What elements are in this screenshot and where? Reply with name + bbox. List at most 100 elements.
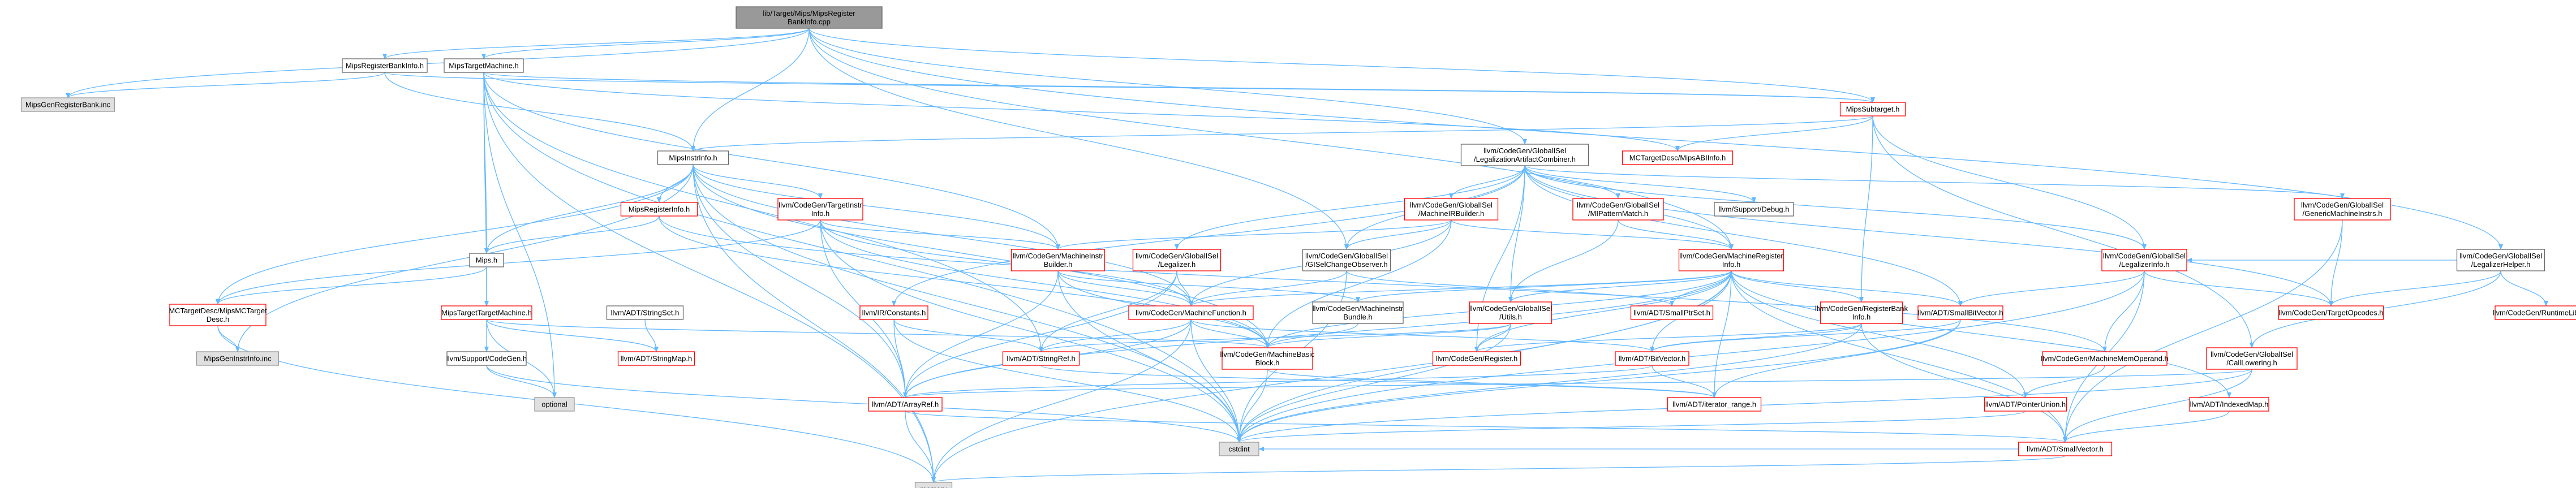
edge-mttm-to-mbb bbox=[486, 319, 1270, 348]
node-mipsgenregisterbank-inc[interactable]: MipsGenRegisterBank.inc bbox=[20, 97, 115, 112]
node-label: llvm/CodeGen/TargetInstr bbox=[779, 201, 862, 209]
node-mipsinstrinfo-h[interactable]: MipsInstrInfo.h bbox=[657, 150, 729, 165]
node-llvm-adt-smallptrset-h[interactable]: llvm/ADT/SmallPtrSet.h bbox=[1630, 305, 1714, 320]
node-label: BankInfo.cpp bbox=[788, 18, 831, 26]
edge-irconst-to-stref bbox=[893, 319, 1043, 352]
node-label: llvm/ADT/StringSet.h bbox=[611, 309, 680, 317]
node-llvm-ir-constants-h[interactable]: llvm/IR/Constants.h bbox=[859, 305, 928, 320]
edge-mtm-to-mibld bbox=[483, 72, 1060, 250]
node-llvm-adt-indexedmap-h[interactable]: llvm/ADT/IndexedMap.h bbox=[2189, 397, 2269, 412]
node-box bbox=[1132, 249, 1222, 271]
node-llvm-codegen-machinememoperand-h[interactable]: llvm/CodeGen/MachineMemOperand.h bbox=[2041, 351, 2169, 366]
node-llvm-adt-bitvector-h[interactable]: llvm/ADT/BitVector.h bbox=[1615, 351, 1689, 366]
node-llvm-codegen-globalisel-utils-h[interactable]: llvm/CodeGen/GlobalISel/Utils.h bbox=[1469, 301, 1553, 324]
edge-minstr-to-mibld bbox=[693, 164, 1060, 250]
node-label: llvm/CodeGen/GlobalISel bbox=[1483, 146, 1566, 155]
edge-mirbld-to-mibld bbox=[1056, 219, 1452, 250]
node-llvm-codegen-globalisel-machineirbuilder-h[interactable]: llvm/CodeGen/GlobalISel/MachineIRBuilder… bbox=[1404, 198, 1499, 221]
node-llvm-codegen-registerbankinfo-h[interactable]: llvm/CodeGen/RegisterBankInfo.h bbox=[1815, 301, 1908, 324]
edge-gmi-to-topc bbox=[2329, 219, 2343, 306]
edge-tii-to-cstdint bbox=[820, 219, 1241, 443]
node-box bbox=[1460, 144, 1589, 166]
node-llvm-codegen-globalisel-giselchangeobserver-h[interactable]: llvm/CodeGen/GlobalISel/GISelChangeObser… bbox=[1302, 249, 1391, 271]
node-llvm-codegen-globalisel-legalizer-h[interactable]: llvm/CodeGen/GlobalISel/Legalizer.h bbox=[1132, 249, 1222, 271]
node-llvm-codegen-globalisel-mipatternmatch-h[interactable]: llvm/CodeGen/GlobalISel/MIPatternMatch.h bbox=[1572, 198, 1664, 221]
node-label: /GISelChangeObserver.h bbox=[1305, 260, 1387, 269]
node-mipsregisterbankinfo-h[interactable]: MipsRegisterBankInfo.h bbox=[342, 58, 428, 73]
edge-smallvec-to-memory bbox=[931, 455, 2066, 483]
edge-mtm-to-memory bbox=[483, 72, 936, 483]
edge-minstr-to-tii bbox=[693, 164, 823, 199]
node-box bbox=[2189, 397, 2269, 412]
node-box bbox=[1469, 301, 1553, 324]
node-llvm-codegen-runtimelibcalls-h[interactable]: llvm/CodeGen/RuntimeLibcalls.h bbox=[2493, 305, 2576, 320]
node-llvm-adt-arrayref-h[interactable]: llvm/ADT/ArrayRef.h bbox=[868, 397, 943, 412]
node-box bbox=[1572, 198, 1664, 221]
node-llvm-codegen-register-h[interactable]: llvm/CodeGen/Register.h bbox=[1432, 351, 1521, 366]
node-mipsgeninstrinfo-inc[interactable]: MipsGenInstrInfo.inc bbox=[196, 351, 279, 366]
node-label: Desc.h bbox=[207, 315, 229, 323]
node-llvm-support-codegen-h[interactable]: llvm/Support/CodeGen.h bbox=[446, 351, 527, 366]
node-label: llvm/ADT/IndexedMap.h bbox=[2190, 400, 2269, 409]
node-mipstargetmachine-h[interactable]: MipsTargetMachine.h bbox=[444, 58, 524, 73]
node-llvm-adt-stringref-h[interactable]: llvm/ADT/StringRef.h bbox=[1002, 351, 1080, 366]
node-label: llvm/ADT/PointerUnion.h bbox=[1985, 400, 2066, 409]
node-label: llvm/ADT/BitVector.h bbox=[1619, 355, 1685, 363]
edge-mtm-to-cstdint bbox=[483, 72, 1241, 443]
edge-calllow-to-smallvec bbox=[2063, 369, 2252, 443]
edge-ptru-to-cstdint bbox=[1237, 411, 2026, 443]
node-llvm-codegen-globalisel-legalizerinfo-h[interactable]: llvm/CodeGen/GlobalISel/LegalizerInfo.h bbox=[2101, 249, 2187, 271]
edge-cgh-to-cstdint bbox=[486, 365, 1241, 443]
node-mipstargettargetmachine-h[interactable]: MipsTargetTargetMachine.h bbox=[441, 305, 532, 320]
node-label: llvm/CodeGen/MachineRegister bbox=[1679, 252, 1783, 260]
node-llvm-adt-stringset-h[interactable]: llvm/ADT/StringSet.h bbox=[606, 305, 684, 320]
node-llvm-adt-iterator-range-h[interactable]: llvm/ADT/iterator_range.h bbox=[1667, 397, 1762, 412]
node-label: MipsRegisterInfo.h bbox=[629, 205, 690, 214]
node-llvm-codegen-globalisel-legalizerhelper-h[interactable]: llvm/CodeGen/GlobalISel/LegalizerHelper.… bbox=[2456, 249, 2545, 271]
node-llvm-support-debug-h[interactable]: llvm/Support/Debug.h bbox=[1714, 202, 1794, 217]
node-llvm-codegen-targetopcodes-h[interactable]: llvm/CodeGen/TargetOpcodes.h bbox=[2278, 305, 2384, 320]
node-llvm-codegen-machinefunction-h[interactable]: llvm/CodeGen/MachineFunction.h bbox=[1128, 305, 1254, 320]
node-box bbox=[1128, 305, 1254, 320]
node-label: /LegalizerInfo.h bbox=[2119, 260, 2170, 269]
node-lib-target-mips-mipsregisterbankinfo-cpp[interactable]: lib/Target/Mips/MipsRegisterBankInfo.cpp bbox=[736, 6, 883, 29]
edge-mipm-to-mri bbox=[1618, 219, 1734, 250]
node-box bbox=[657, 150, 729, 165]
node-box bbox=[1984, 397, 2067, 412]
node-box bbox=[1302, 249, 1391, 271]
edge-idxmap-to-smallvec bbox=[2063, 411, 2230, 443]
node-box bbox=[736, 6, 883, 29]
edge-mcdesc-to-memory bbox=[217, 325, 936, 483]
node-llvm-adt-pointerunion-h[interactable]: llvm/ADT/PointerUnion.h bbox=[1984, 397, 2067, 412]
node-mips-h[interactable]: Mips.h bbox=[469, 253, 504, 267]
node-optional[interactable]: optional bbox=[534, 397, 575, 412]
node-mipsregisterinfo-h[interactable]: MipsRegisterInfo.h bbox=[620, 202, 698, 217]
node-llvm-adt-stringmap-h[interactable]: llvm/ADT/StringMap.h bbox=[617, 351, 695, 366]
node-cstdint[interactable]: cstdint bbox=[1219, 442, 1259, 456]
node-llvm-codegen-globalisel-calllowering-h[interactable]: llvm/CodeGen/GlobalISel/CallLowering.h bbox=[2206, 347, 2298, 370]
node-label: llvm/CodeGen/TargetOpcodes.h bbox=[2279, 309, 2384, 317]
node-llvm-adt-smallvector-h[interactable]: llvm/ADT/SmallVector.h bbox=[2018, 442, 2113, 456]
node-label: /MIPatternMatch.h bbox=[1588, 209, 1648, 218]
node-llvm-codegen-globalisel-genericmachineinstrs-h[interactable]: llvm/CodeGen/GlobalISel/GenericMachineIn… bbox=[2294, 198, 2391, 221]
node-mctargetdesc-mipsabiinfo-h[interactable]: MCTargetDesc/MipsABIInfo.h bbox=[1622, 150, 1734, 165]
node-label: Info.h bbox=[811, 209, 830, 218]
node-box bbox=[444, 58, 524, 73]
node-mipssubtarget-h[interactable]: MipsSubtarget.h bbox=[1839, 102, 1906, 116]
edge-msubt-to-rbi bbox=[1859, 115, 1873, 303]
node-box bbox=[2018, 442, 2113, 456]
node-llvm-adt-smallbitvector-h[interactable]: llvm/ADT/SmallBitVector.h bbox=[1917, 305, 2003, 320]
edge-minstr-to-mfn bbox=[693, 164, 1193, 306]
node-memory[interactable]: memory bbox=[914, 482, 953, 488]
node-llvm-codegen-globalisel-legalizationartifactcombiner-h[interactable]: llvm/CodeGen/GlobalISel/LegalizationArti… bbox=[1460, 144, 1589, 166]
node-label: MipsSubtarget.h bbox=[1846, 105, 1900, 114]
edge-legcomb-to-mipm bbox=[1524, 165, 1620, 199]
node-box bbox=[1432, 351, 1521, 366]
edge-bitv-to-arrref bbox=[903, 365, 1653, 398]
